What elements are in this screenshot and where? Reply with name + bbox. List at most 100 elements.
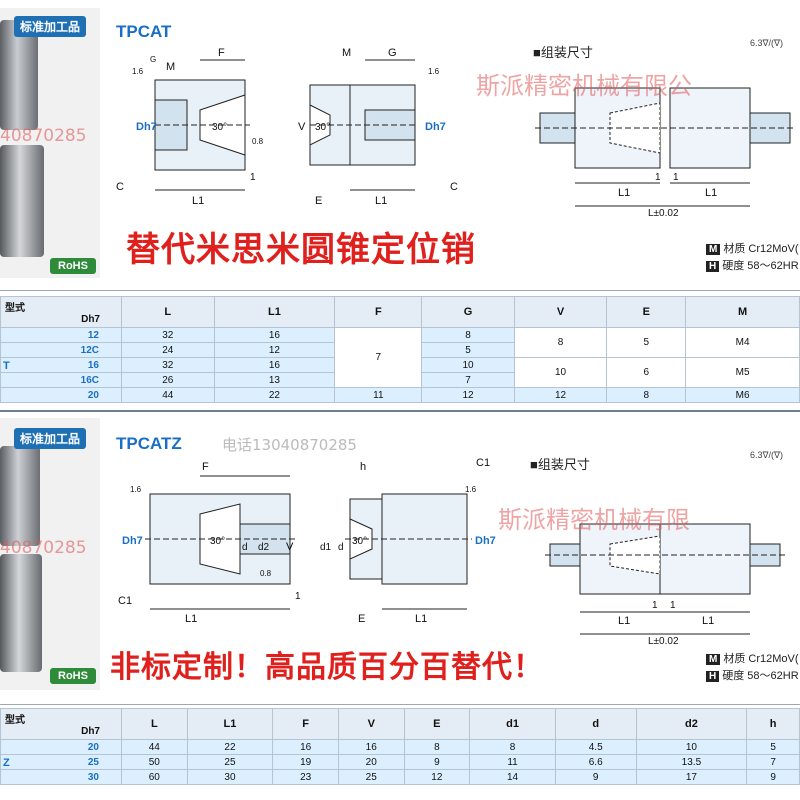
cell-e-merged: 6 xyxy=(606,357,687,388)
product-photo-bottom xyxy=(0,554,42,672)
assembly-drawing: L1 L1 1 1 L±0.02 xyxy=(545,523,785,644)
dim-m: M xyxy=(166,61,175,73)
part-code: TPCAT xyxy=(116,22,172,41)
dim-one: 1 xyxy=(250,172,256,183)
row-dh: 12 xyxy=(0,327,122,343)
dim-v: V xyxy=(286,541,294,553)
dim-c1: C1 xyxy=(118,595,132,607)
cell-l: 24 xyxy=(121,342,215,358)
dim-l1: L1 xyxy=(192,195,204,207)
cell-l1: 12 xyxy=(213,342,336,358)
cell-e: 12 xyxy=(403,769,471,785)
cell-h: 7 xyxy=(746,754,800,770)
dim-dh7: Dh7 xyxy=(136,121,157,133)
cell-d: 4.5 xyxy=(554,739,637,755)
cell-l: 60 xyxy=(121,769,188,785)
type-header: 型式 Dh7 xyxy=(0,708,122,740)
col-g: G xyxy=(421,296,515,328)
row-dh: 20 xyxy=(0,387,122,403)
cell-v: 16 xyxy=(337,739,405,755)
table-row: 20 44 22 11 12 12 8 M6 xyxy=(0,387,800,403)
cell-l1: 30 xyxy=(186,769,274,785)
table-row: 12 32 16 7 8 8 5 M4 xyxy=(0,327,800,388)
watermark-phone: 40870285 xyxy=(0,126,87,146)
dim-gmark: G xyxy=(150,55,156,64)
cell-v-merged: 10 xyxy=(513,357,608,388)
col-h: h xyxy=(746,708,800,740)
col-l: L xyxy=(121,296,215,328)
tpcat-spec-table: 型式 Dh7 L L1 F G V E M 12 32 16 7 8 8 5 M… xyxy=(0,296,800,403)
dim-dh7-2: Dh7 xyxy=(475,535,496,547)
promo-text: 非标定制！高品质百分百替代！ xyxy=(110,650,544,685)
col-v: V xyxy=(337,708,405,740)
tpcatz-drawing: F h C1 C1 L1 L1 Dh7 Dh7 d d2 d1 d V E 30… xyxy=(118,457,496,625)
tpcat-drawing: F G M M L1 L1 Dh7 Dh7 C C 30° 30° E V 1 … xyxy=(116,47,458,207)
dim-g: G xyxy=(388,47,397,59)
dim-dh7-2: Dh7 xyxy=(425,121,446,133)
row-dh: T 16 xyxy=(0,357,122,373)
cell-v: 20 xyxy=(337,754,405,770)
dim-r16-2: 1.6 xyxy=(465,485,477,494)
cell-e: 8 xyxy=(606,387,687,403)
row-dh: Z 25 xyxy=(0,754,122,770)
assy-l: L±0.02 xyxy=(648,208,679,218)
dim-l1-2: L1 xyxy=(375,195,387,207)
rohs-badge: RoHS xyxy=(50,668,96,684)
type-word: Z xyxy=(3,756,10,769)
row-dh: 16C xyxy=(0,372,122,388)
assembly-drawing: L1 L1 1 1 L±0.02 xyxy=(535,87,795,218)
cell-d2: 13.5 xyxy=(635,754,748,770)
standard-badge: 标准加工品 xyxy=(14,428,87,449)
cell-f: 11 xyxy=(334,387,423,403)
dim-c1-2: C1 xyxy=(476,457,490,469)
dim-l1: L1 xyxy=(185,613,197,625)
cell-v: 12 xyxy=(513,387,608,403)
dim-angle: 30° xyxy=(210,536,225,547)
assy-one: 1 xyxy=(655,172,661,183)
divider xyxy=(0,290,800,291)
cell-d: 9 xyxy=(554,769,637,785)
assy-l1: L1 xyxy=(618,187,630,199)
dim-r08: 0.8 xyxy=(252,137,264,146)
dim-angle-2: 30° xyxy=(315,122,330,133)
cell-g: 8 xyxy=(421,327,515,343)
type-header: 型式 Dh7 xyxy=(0,296,122,328)
dim-e: E xyxy=(358,613,365,625)
dim-d: d xyxy=(242,542,248,553)
table-row: 12C 24 12 5 xyxy=(0,342,800,358)
cell-d: 6.6 xyxy=(554,754,637,770)
assy-l: L±0.02 xyxy=(648,636,679,644)
cell-f: 23 xyxy=(272,769,339,785)
col-d2: d2 xyxy=(635,708,748,740)
cell-e: 9 xyxy=(403,754,471,770)
cell-f: 19 xyxy=(272,754,339,770)
product-photo-top xyxy=(0,446,40,546)
cell-m-merged: M5 xyxy=(685,357,800,388)
assy-one-2: 1 xyxy=(670,600,676,611)
dim-l1-2: L1 xyxy=(415,613,427,625)
dim-h: h xyxy=(360,461,366,473)
cell-h: 9 xyxy=(746,769,800,785)
cell-g: 10 xyxy=(421,357,515,373)
assy-l1-2: L1 xyxy=(705,187,717,199)
cell-v-merged: 8 xyxy=(513,327,608,358)
dim-f: F xyxy=(202,461,209,473)
col-d1: d1 xyxy=(469,708,556,740)
cell-d1: 11 xyxy=(469,754,556,770)
cell-h: 5 xyxy=(746,739,800,755)
cell-l1: 22 xyxy=(186,739,274,755)
cell-e-merged: 5 xyxy=(606,327,687,358)
cell-f-merged: 7 xyxy=(334,327,423,388)
cell-f: 16 xyxy=(272,739,339,755)
cell-v: 25 xyxy=(337,769,405,785)
cell-l: 26 xyxy=(121,372,215,388)
dim-one: 1 xyxy=(295,591,301,602)
table-row: T 16 32 16 10 10 6 M5 xyxy=(0,357,800,388)
dim-r16: 1.6 xyxy=(132,67,144,76)
tpcatz-spec-table: 型式 Dh7 L L1 F V E d1 d d2 h 20 44 22 16 … xyxy=(0,708,800,785)
watermark-company: 斯派精密机械有限公 xyxy=(476,72,692,100)
watermark-company: 斯派精密机械有限 xyxy=(498,506,690,534)
dim-r08: 0.8 xyxy=(260,569,272,578)
